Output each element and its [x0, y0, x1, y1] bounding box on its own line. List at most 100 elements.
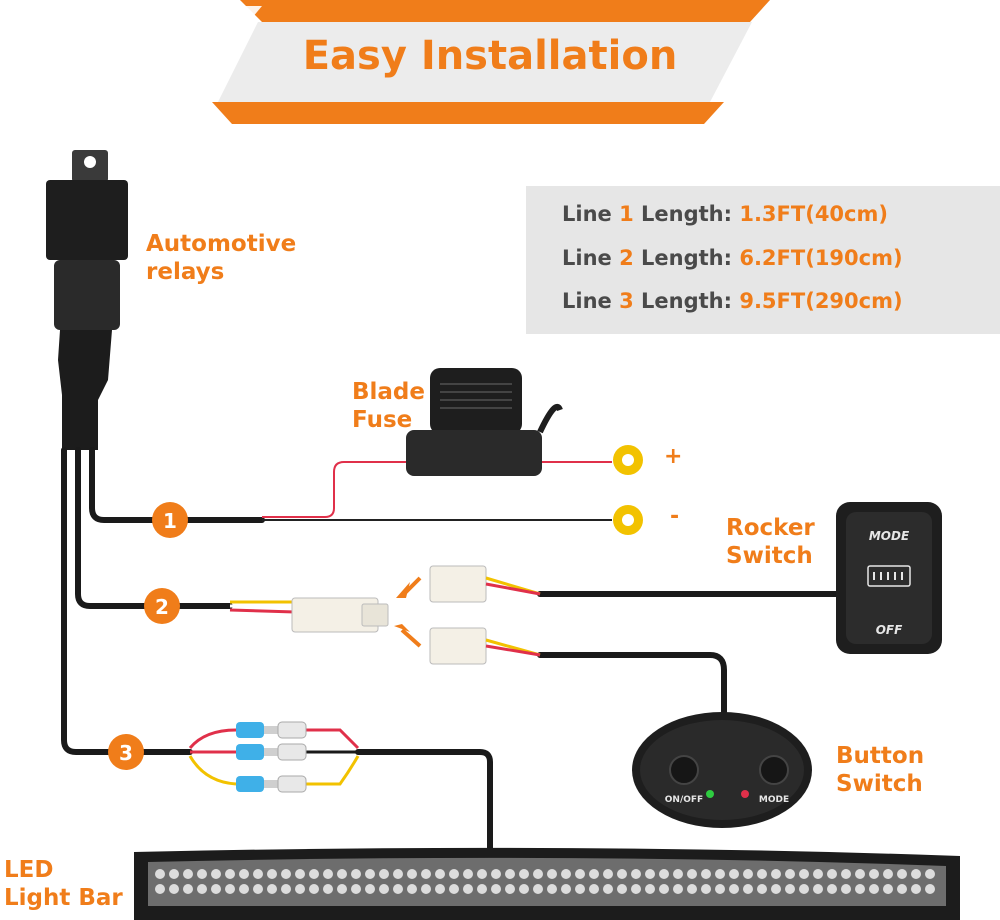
power-wire — [262, 461, 410, 518]
line3-splitter — [188, 728, 360, 786]
led-dot — [239, 869, 249, 879]
led-dot — [561, 869, 571, 879]
led-dot — [785, 884, 795, 894]
led-dot — [603, 884, 613, 894]
positive-terminal-label: + — [664, 444, 683, 469]
led-dot — [519, 884, 529, 894]
quick-connectors — [236, 721, 307, 793]
led-dot — [869, 869, 879, 879]
badge-1: 1 — [152, 502, 188, 538]
led-dot — [435, 869, 445, 879]
led-dot — [589, 869, 599, 879]
led-dot — [197, 869, 207, 879]
led-dot — [491, 869, 501, 879]
led-dot — [491, 884, 501, 894]
led-dot — [827, 884, 837, 894]
main-wires — [61, 447, 843, 859]
banner-accent — [228, 6, 262, 18]
ring-terminal-positive — [613, 445, 643, 475]
led-dot — [435, 884, 445, 894]
led-dot — [659, 869, 669, 879]
led-dot — [743, 884, 753, 894]
led-dot — [281, 884, 291, 894]
led-dot — [841, 869, 851, 879]
led-dot — [813, 869, 823, 879]
led-dot — [281, 869, 291, 879]
led-dot — [575, 869, 585, 879]
led-dot — [743, 869, 753, 879]
line-lengths-box: Line 1 Length: 1.3FT(40cm) Line 2 Length… — [526, 186, 1000, 334]
led-dot — [701, 884, 711, 894]
led-dot — [869, 884, 879, 894]
led-dot — [659, 884, 669, 894]
led-dot — [533, 884, 543, 894]
led-dot — [197, 884, 207, 894]
banner-top-stripe — [240, 0, 770, 22]
mode-label: MODE — [759, 795, 789, 805]
ring-terminal-negative — [613, 505, 643, 535]
led-dot — [547, 884, 557, 894]
led-dot — [225, 884, 235, 894]
led-dot — [169, 869, 179, 879]
led-dot — [827, 869, 837, 879]
led-dot — [617, 869, 627, 879]
led-dot — [589, 884, 599, 894]
light-bar-icon — [867, 565, 911, 587]
led-dot — [547, 869, 557, 879]
mode-button — [759, 755, 789, 785]
led-dot — [463, 869, 473, 879]
led-dot — [603, 869, 613, 879]
led-dot — [799, 869, 809, 879]
button-switch[interactable]: ON/OFF MODE — [632, 712, 812, 828]
led-dot — [925, 869, 935, 879]
led-dot — [729, 884, 739, 894]
led-dot — [519, 869, 529, 879]
led-dot — [295, 884, 305, 894]
led-dot — [351, 869, 361, 879]
line-length-row: Line 1 Length: 1.3FT(40cm) — [562, 202, 888, 226]
led-dot — [183, 884, 193, 894]
banner — [212, 0, 770, 124]
banner-panel — [218, 22, 752, 102]
led-dot — [267, 884, 277, 894]
led-dot — [449, 869, 459, 879]
led-dot — [351, 884, 361, 894]
on-off-button — [669, 755, 699, 785]
led-dot — [757, 869, 767, 879]
line2-harness — [229, 565, 541, 665]
relay-icon — [46, 150, 128, 450]
led-dot — [897, 884, 907, 894]
led-dot — [337, 884, 347, 894]
banner-bottom-stripe — [212, 102, 724, 124]
led-dot — [211, 884, 221, 894]
led-dot — [897, 869, 907, 879]
led-dot — [841, 884, 851, 894]
led-dot — [855, 884, 865, 894]
led-dot — [617, 884, 627, 894]
led-dot — [211, 869, 221, 879]
led-dot — [687, 884, 697, 894]
led-dot — [701, 869, 711, 879]
led-dot — [253, 884, 263, 894]
led-dot — [645, 869, 655, 879]
red-led-icon — [741, 790, 749, 798]
led-dot — [883, 869, 893, 879]
rocker-switch[interactable]: MODE OFF — [836, 502, 942, 654]
led-dot — [813, 884, 823, 894]
banner-title: Easy Installation — [302, 33, 678, 79]
led-dot — [505, 884, 515, 894]
negative-terminal-label: - — [670, 504, 680, 529]
led-dot — [323, 884, 333, 894]
led-dot — [379, 884, 389, 894]
badge-3: 3 — [108, 734, 144, 770]
led-dot — [477, 869, 487, 879]
led-dot — [561, 884, 571, 894]
led-dot — [239, 884, 249, 894]
led-dot — [631, 884, 641, 894]
led-dot — [715, 884, 725, 894]
led-dot — [533, 869, 543, 879]
